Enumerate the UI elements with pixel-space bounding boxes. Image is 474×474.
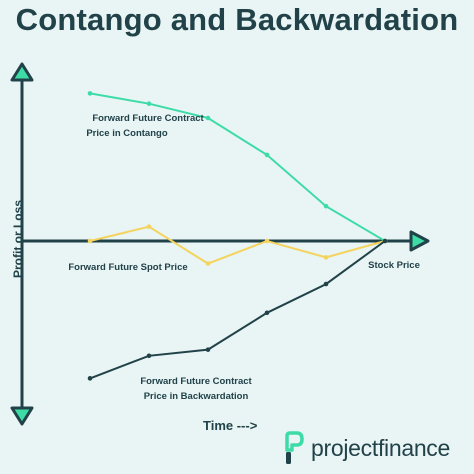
series-2-point-5 <box>382 238 388 244</box>
series-2-point-0 <box>87 376 93 381</box>
y-axis-down-arrow <box>10 406 34 426</box>
series-1-point-1 <box>146 224 152 229</box>
series-2-point-3 <box>264 310 270 316</box>
brand-logo: projectfinance <box>283 428 450 468</box>
series-0-point-2 <box>205 115 211 121</box>
y-axis-up-arrow <box>10 62 34 82</box>
series-line-2 <box>89 240 386 380</box>
chart-title: Contango and Backwardation <box>15 2 459 37</box>
brand-name: projectfinance <box>311 435 450 462</box>
series-0-point-1 <box>146 101 152 106</box>
x-axis-right-arrow <box>409 230 430 252</box>
series-2-point-1 <box>146 353 152 359</box>
series-1-point-3 <box>264 238 270 244</box>
series-0-point-3 <box>264 152 270 158</box>
series-2-point-4 <box>323 281 329 287</box>
brand-name-part2: finance <box>377 434 451 461</box>
spot-price-label: Forward Future Spot Price <box>68 262 187 273</box>
contango-label-line2: Price in Contango <box>86 128 167 139</box>
backwardation-label-line1: Forward Future Contract <box>140 376 252 387</box>
series-layer <box>87 91 388 381</box>
x-axis-label: Time ---> <box>203 418 258 433</box>
series-1-point-2 <box>205 261 211 266</box>
stock-price-label: Stock Price <box>368 260 420 271</box>
series-0-point-0 <box>87 91 93 96</box>
series-2-point-2 <box>205 347 211 352</box>
brand-mark-icon <box>285 431 304 464</box>
contango-label-line1: Forward Future Contract <box>92 113 204 124</box>
series-line-0 <box>89 92 386 242</box>
backwardation-label-line2: Price in Backwardation <box>144 391 249 402</box>
series-line-1 <box>89 225 386 265</box>
series-1-point-0 <box>87 238 93 244</box>
series-0-point-4 <box>323 203 329 209</box>
axes <box>10 62 430 426</box>
series-1-point-4 <box>323 255 329 260</box>
brand-name-part1: project <box>311 434 378 461</box>
